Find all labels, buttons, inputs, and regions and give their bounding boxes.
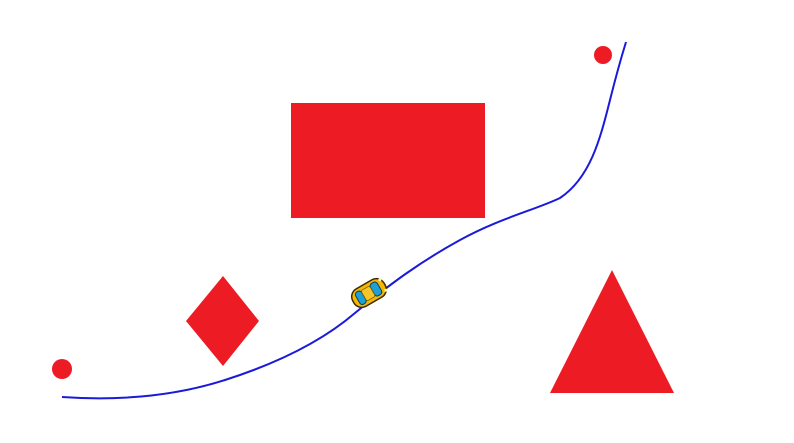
goal-marker xyxy=(594,46,612,64)
car-headlight-right xyxy=(384,288,388,292)
car-roof xyxy=(361,286,376,301)
car-icon[interactable] xyxy=(348,275,389,310)
triangle-obstacle xyxy=(550,270,674,393)
planned-path xyxy=(61,41,627,400)
car-headlight-left xyxy=(378,278,382,282)
rectangle-obstacle xyxy=(291,103,485,218)
diamond-obstacle xyxy=(186,276,259,366)
start-marker xyxy=(52,359,72,379)
